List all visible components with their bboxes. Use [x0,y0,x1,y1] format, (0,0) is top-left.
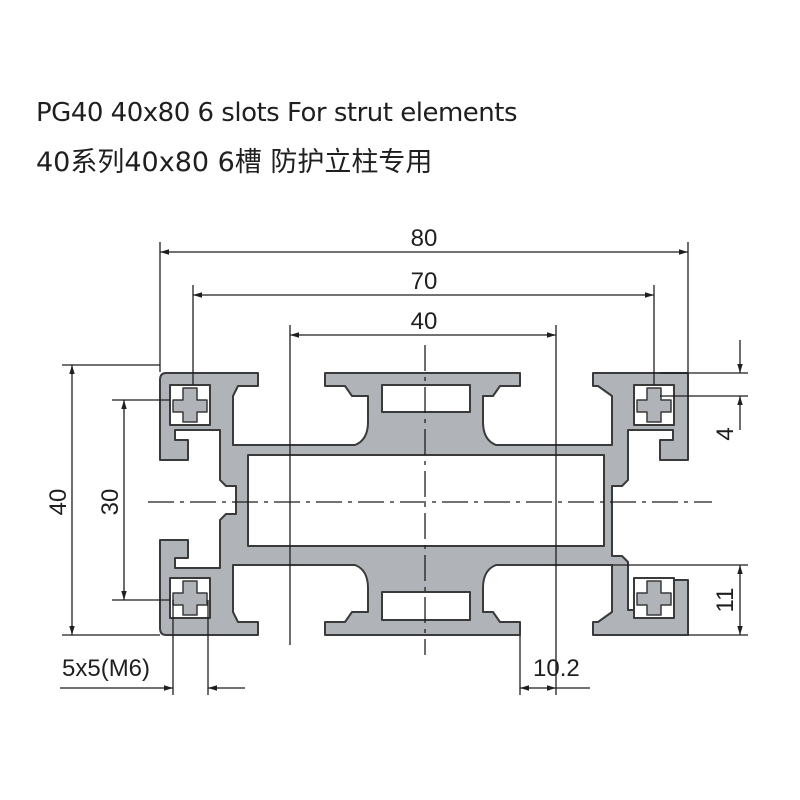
center-lines [148,345,712,655]
dim-center-hole: 5x5(M6) [62,655,150,682]
dim-center-width: 40 [411,308,438,335]
dim-slot-width: 4 [712,427,739,440]
dim-height-inner: 30 [97,489,124,516]
profile-section [159,372,689,636]
title-chinese: 40系列40x80 6槽 防护立柱专用 [36,147,433,178]
corner-cross-bl [172,580,208,616]
dimension-lines [60,242,748,695]
profile-outline [159,372,689,636]
title-english: PG40 40x80 6 slots For strut elements [36,98,518,128]
dim-slot-span: 70 [411,268,438,295]
corner-cross-tr [636,387,672,423]
corner-cross-br [636,580,672,616]
dim-wall-offset: 10.2 [533,655,580,682]
dim-slot-depth: 11 [712,588,739,613]
dim-height: 40 [45,489,72,516]
dim-overall-width: 80 [411,225,438,252]
corner-cross-tl [172,387,208,423]
